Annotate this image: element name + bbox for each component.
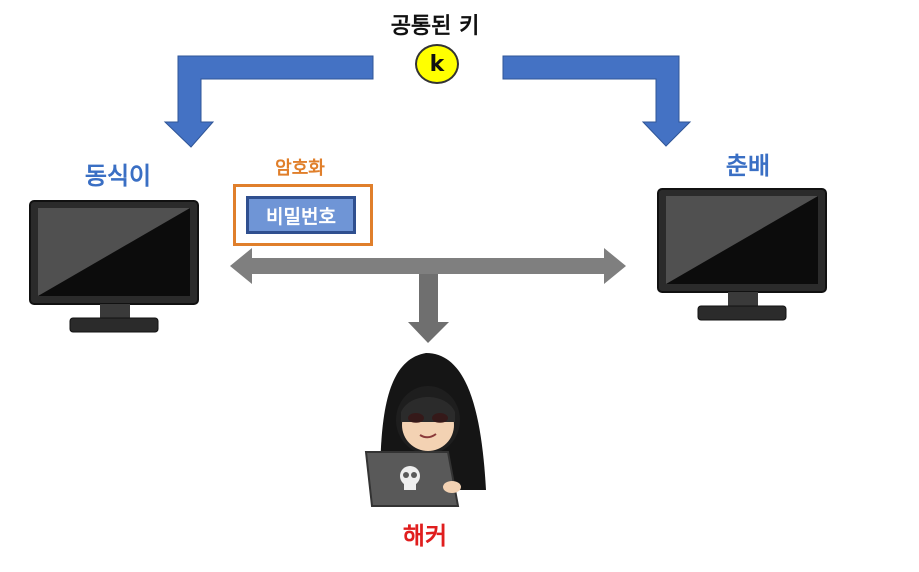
encryption-box bbox=[233, 184, 373, 246]
sender-monitor-icon bbox=[29, 200, 199, 333]
intercept-arrow bbox=[408, 274, 449, 343]
shared-key-title: 공통된 키 bbox=[390, 14, 480, 39]
key-letter: k bbox=[429, 51, 445, 77]
hacker-label: 해커 bbox=[402, 522, 448, 550]
password-payload: 비밀번호 bbox=[246, 196, 356, 234]
encryption-label: 암호화 bbox=[275, 158, 325, 179]
key-badge: k bbox=[415, 44, 459, 84]
hacker-icon bbox=[364, 353, 486, 507]
key-to-sender-arrow bbox=[163, 55, 374, 148]
receiver-monitor-icon bbox=[657, 188, 827, 321]
sender-label: 동식이 bbox=[84, 162, 152, 190]
key-to-receiver-arrow bbox=[502, 55, 692, 147]
password-payload-text: 비밀번호 bbox=[266, 205, 336, 228]
communication-channel-arrow bbox=[230, 248, 626, 284]
receiver-label: 춘배 bbox=[725, 152, 771, 180]
